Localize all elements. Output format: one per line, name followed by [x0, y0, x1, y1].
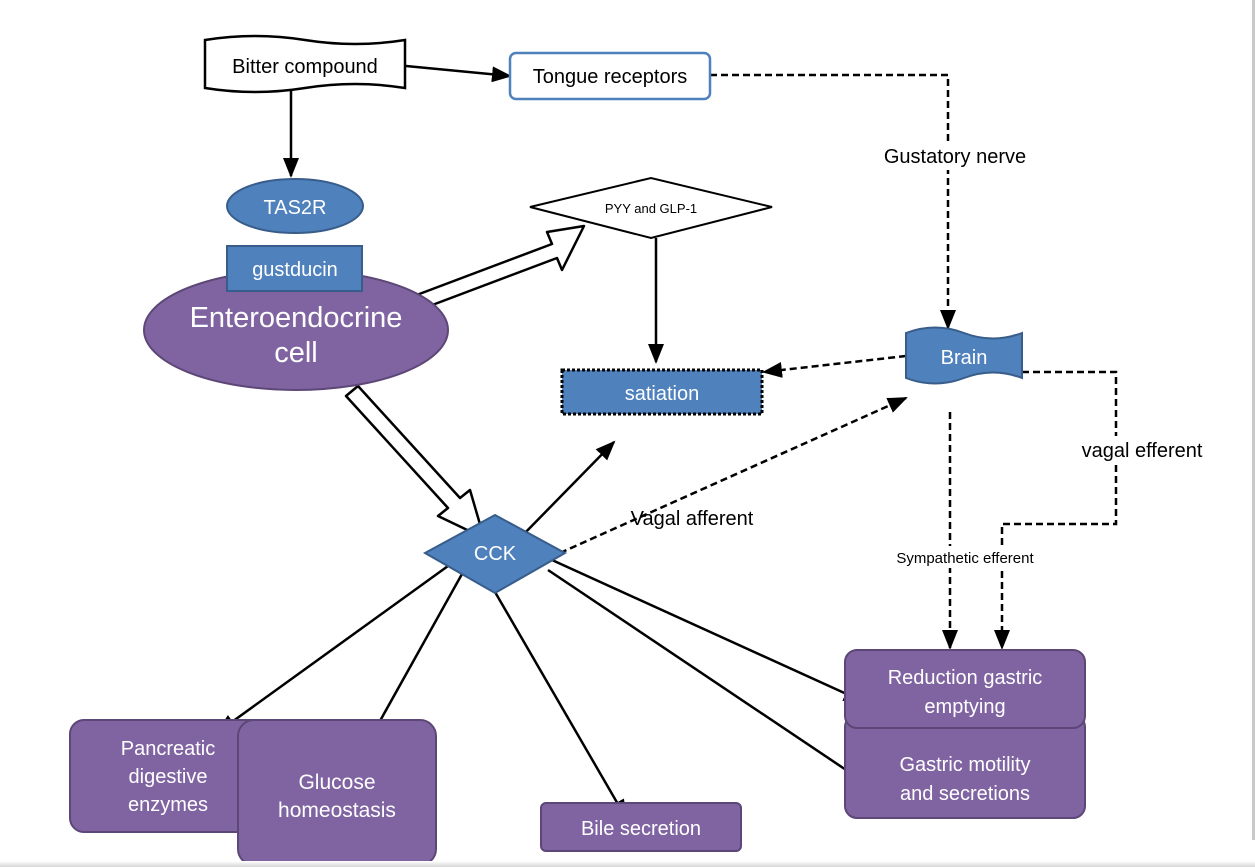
- edge-cck-to-bile: [493, 591, 628, 820]
- edge-cck-to-motility: [547, 568, 872, 788]
- tongue-receptors-label: Tongue receptors: [533, 66, 688, 88]
- gustatory-nerve-label: Gustatory nerve: [884, 146, 1026, 168]
- edge-bitter-to-tongue: [405, 64, 512, 83]
- vagal-afferent-label: Vagal afferent: [631, 508, 754, 530]
- tongue-receptors-node: [508, 51, 712, 101]
- pyy-glp1-node: [529, 176, 773, 240]
- bile-secretion-label: Bile secretion: [581, 818, 701, 840]
- tas2r-node: [226, 178, 364, 234]
- pancreatic-label-line3: enzymes: [128, 794, 208, 816]
- edge-brain-to-satiation: [762, 354, 907, 378]
- motility-label-line2: and secretions: [900, 783, 1030, 805]
- reduction-label-line1: Reduction gastric: [888, 667, 1043, 689]
- pancreatic-label-line1: Pancreatic: [121, 738, 216, 760]
- sympathetic-efferent-label: Sympathetic efferent: [896, 550, 1034, 567]
- motility-label-line1: Gastric motility: [899, 754, 1030, 776]
- edge-brain-to-reduction-vagal: [994, 370, 1118, 650]
- bitter-compound-label: Bitter compound: [232, 56, 378, 78]
- brain-label: Brain: [941, 347, 988, 369]
- pancreatic-label-line2: digestive: [129, 766, 208, 788]
- block-arrow-to-pyy: [412, 224, 586, 312]
- satiation-node: [560, 368, 764, 416]
- gustducin-label: gustducin: [252, 259, 338, 281]
- enteroendocrine-label-line2: cell: [274, 337, 318, 369]
- right-edge-divider: [1252, 0, 1255, 840]
- tas2r-label: TAS2R: [264, 197, 327, 219]
- cck-label: CCK: [474, 543, 517, 565]
- edge-cck-to-satiation: [519, 440, 616, 539]
- edge-cck-to-brain: [559, 396, 908, 555]
- bitter-compound-node: [203, 34, 407, 94]
- cck-node: [422, 513, 568, 595]
- bottom-edge-shadow: [0, 861, 1255, 867]
- reduction-label-line2: emptying: [924, 696, 1005, 718]
- block-arrow-to-cck: [344, 384, 486, 540]
- gustatory-label-bg: [878, 142, 1030, 170]
- enteroendocrine-label-line1: Enteroendocrine: [190, 302, 403, 334]
- satiation-label: satiation: [625, 383, 700, 405]
- pyy-glp1-label: PYY and GLP-1: [605, 201, 697, 216]
- reduction-gastric-emptying-node: [844, 649, 1086, 729]
- glucose-label-line1: Glucose: [298, 771, 375, 794]
- edge-cck-to-glucose: [364, 573, 464, 748]
- edge-cck-to-reduction: [551, 558, 864, 703]
- bile-secretion-node: [540, 802, 742, 852]
- edge-tongue-to-brain: [710, 73, 956, 330]
- vagal-efferent-label-bg: [1078, 436, 1206, 464]
- brain-node: [905, 326, 1023, 385]
- edge-cck-to-pancreatic: [216, 564, 449, 734]
- glucose-label-line2: homeostasis: [278, 799, 396, 822]
- vagal-efferent-label: vagal efferent: [1082, 440, 1203, 462]
- sympathetic-label-bg: [890, 546, 1040, 568]
- gustducin-node: [226, 245, 363, 292]
